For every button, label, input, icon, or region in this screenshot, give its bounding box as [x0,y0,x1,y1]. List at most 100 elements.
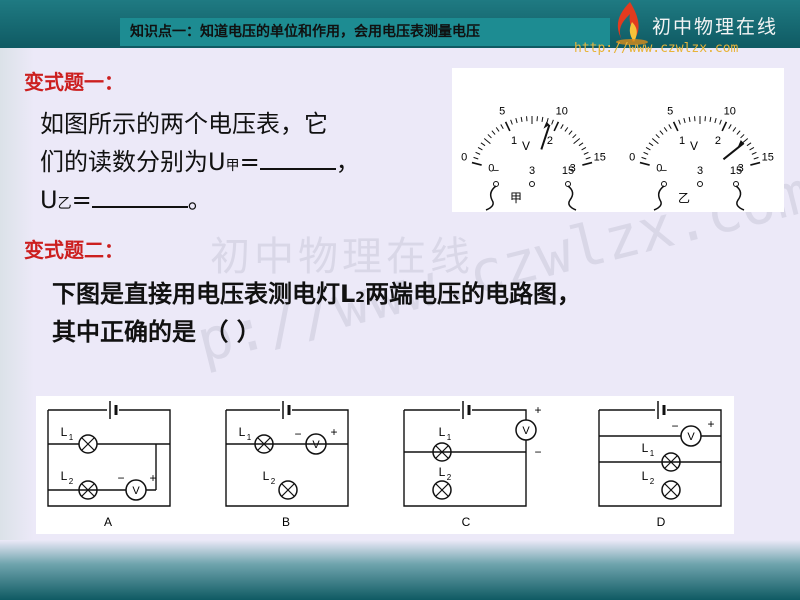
scale-label-inner: 2 [715,135,721,147]
scale-tick [714,118,717,124]
circuit-wire [47,409,171,507]
minus-sign: − [117,471,124,485]
lamp-label: L [439,465,446,479]
voltmeter-symbol [680,425,702,447]
lamp-cross [281,483,295,497]
scale-tick [655,134,660,139]
scale-tick [483,138,491,144]
scale-tick [578,142,584,147]
plus-sign: + [707,417,714,431]
needle-tip [737,140,744,148]
lamp-label: L [61,469,68,483]
scale-tick [546,118,549,124]
terminal-label: 3 [697,165,703,177]
lamp-cross [435,483,449,497]
circuit-wire [403,409,527,507]
scale-tick [510,119,513,125]
header-bar: 知识点一：知道电压的单位和作用，会用电压表测量电压 初中物理在线 [0,0,800,48]
scale-tick [643,151,649,155]
answer-blank-yi[interactable] [91,184,188,208]
lead-wire [567,185,577,211]
scale-label-outer: 10 [724,106,736,118]
scale-tick [480,142,486,147]
meter-label: 乙 [678,191,690,205]
scale-tick [740,134,745,139]
scale-tick [651,138,659,144]
q1-line3: U乙=。 [40,184,212,214]
scale-tick [477,147,483,151]
scale-tick [688,116,691,122]
scale-tick [709,116,712,122]
terminal-label: 15 [730,165,742,177]
scale-label-inner: 3 [738,163,744,175]
scale-tick [572,134,577,139]
scale-tick [568,130,573,135]
terminal [661,181,667,187]
scale-tick [520,116,523,122]
scale-tick [564,127,569,132]
scale-label-outer: 0 [629,152,635,164]
terminal-label: 15 [562,165,574,177]
scale-tick [648,142,654,147]
voltmeter-symbol [125,479,147,501]
q2-heading: 变式题二： [24,238,124,262]
lamp-label-sub: 1 [247,433,252,442]
scale-tick [583,151,589,155]
circuit-wire [598,409,722,507]
lamp-label: L [642,469,649,483]
minus-sign: − [671,419,678,433]
scale-tick [551,119,554,125]
scale-label-outer: 0 [461,152,467,164]
lamp-label-sub: 1 [447,433,452,442]
scale-tick [751,151,757,155]
scale-label-outer: 15 [762,152,774,164]
lamp-label: L [239,425,246,439]
scale-tick [683,118,686,124]
needle [722,142,745,161]
scale-tick [746,142,752,147]
voltmeter-symbol [515,419,537,441]
scale-tick [668,124,672,130]
q2-line1: 下图是直接用电压表测电灯L2两端电压的电路图， [52,280,582,308]
logo-text: 初中物理在线 [652,16,779,38]
plus-sign: + [149,471,156,485]
plus-sign: + [330,425,337,439]
terminal [493,181,499,187]
scale-label-outer: 5 [667,106,673,118]
scale-tick [672,121,679,132]
q1-line2: 们的读数分别为U甲=， [40,146,360,176]
scale-tick [585,156,591,160]
answer-blank-jia[interactable] [259,146,336,170]
logo-url: http://www.czwlzx.com [574,41,739,56]
scale-tick [750,161,761,166]
scale-tick [475,151,481,155]
lamp-label-sub: 1 [650,449,655,458]
scale-tick [504,121,511,132]
q1-heading: 变式题一： [24,70,124,94]
terminal [733,181,739,187]
lamp-label-sub: 2 [447,473,452,482]
terminal [565,181,571,187]
unit-label: V [522,139,530,153]
lead-wire [653,185,665,211]
scale-tick [753,156,759,160]
scale-label-inner: 0 [488,163,494,175]
scale-tick [728,124,732,130]
scale-label-inner: 0 [656,163,662,175]
scale-tick [471,161,482,166]
terminal-label: − [493,165,499,177]
scale-tick [663,127,668,132]
lamp-label-sub: 2 [69,477,74,486]
lamp-label: L [263,469,270,483]
circuit-wire [225,409,349,507]
minus-sign: − [294,427,301,441]
minus-sign: − [534,445,541,459]
scale-label-inner: 1 [679,135,685,147]
scale-label-inner: 1 [511,135,517,147]
scale-tick [487,134,492,139]
scale-tick [581,147,587,151]
scale-tick [473,156,479,160]
voltmeter-letter: V [132,485,140,497]
